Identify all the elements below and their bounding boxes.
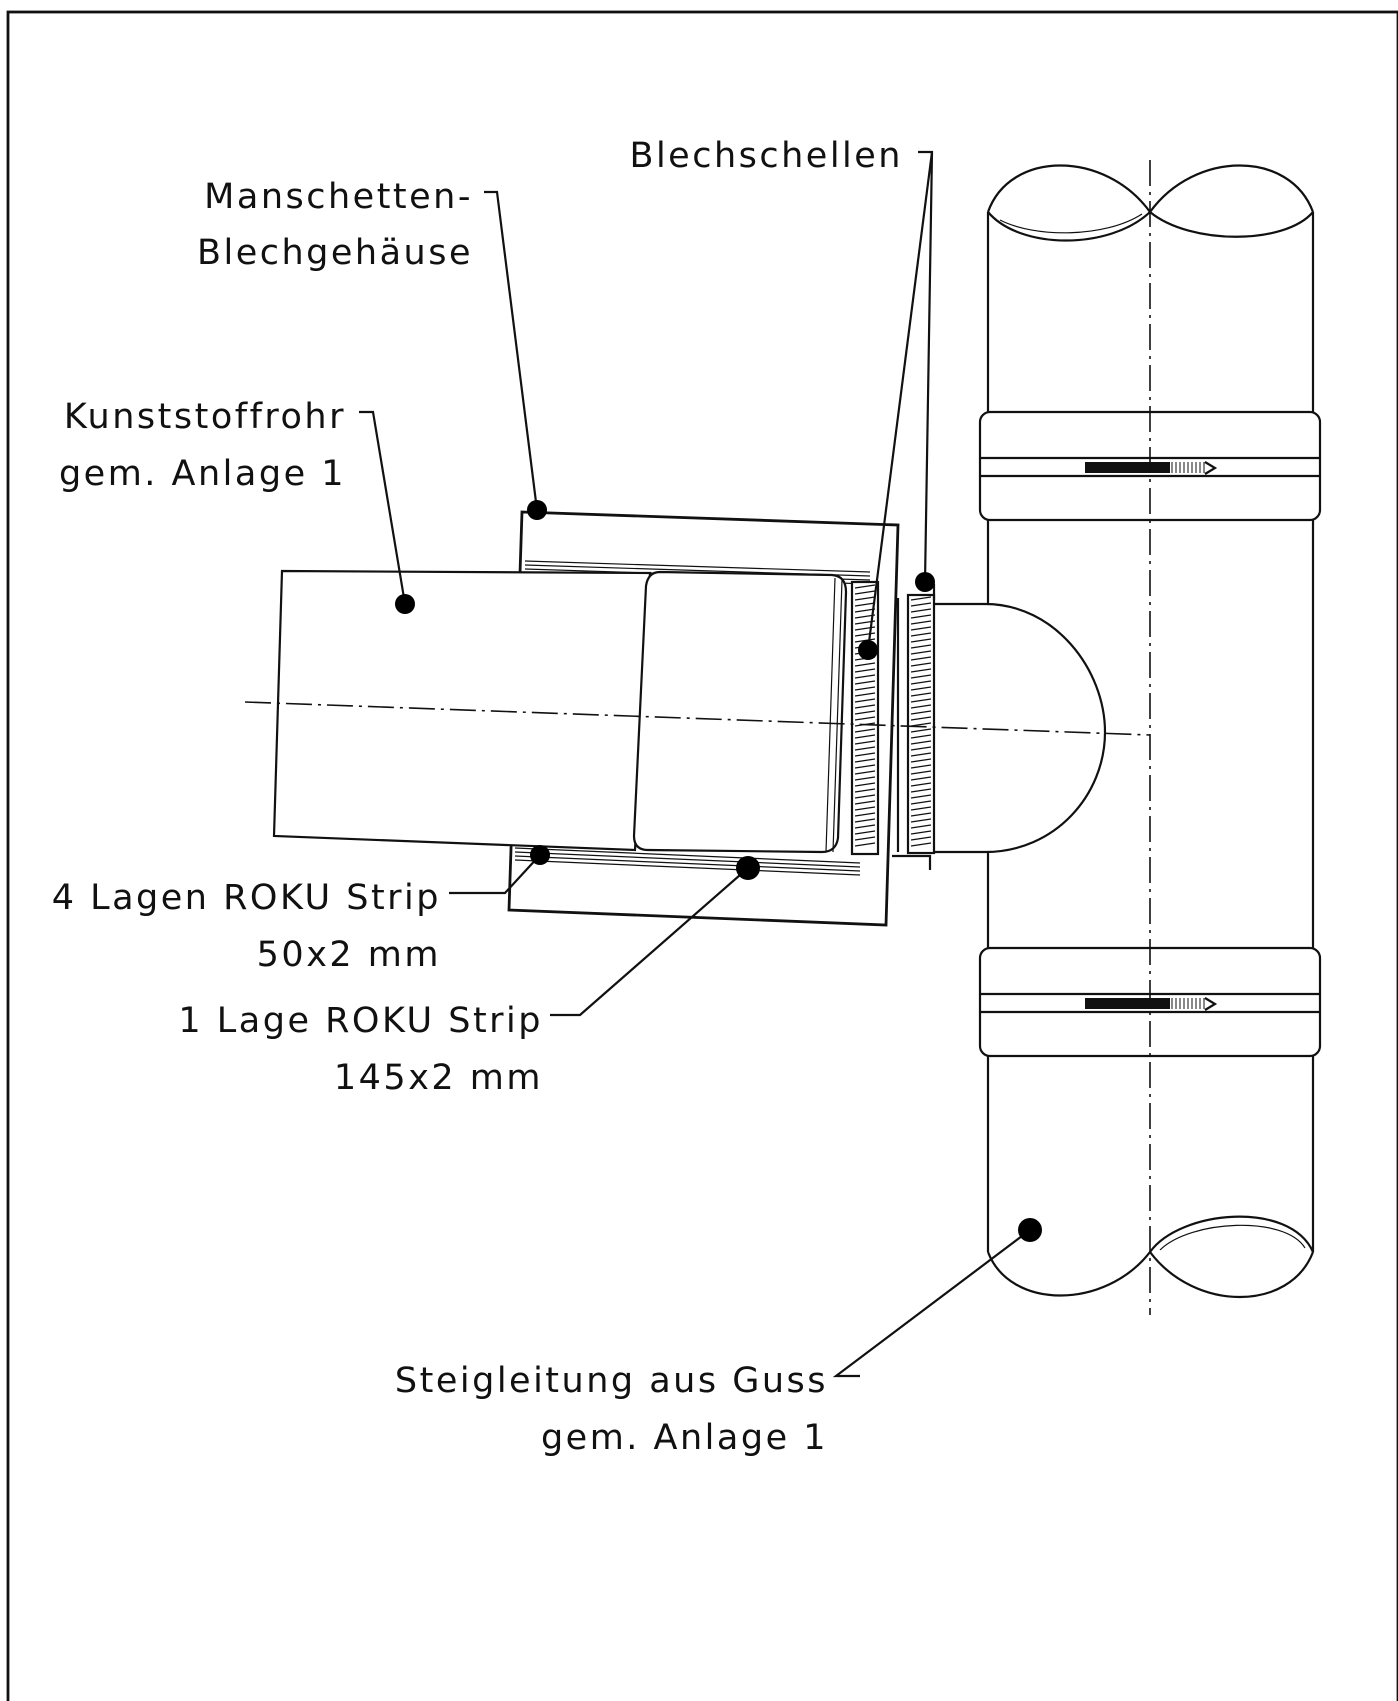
branch-centerline	[244, 701, 1151, 736]
reference-dots	[395, 500, 1042, 1242]
plastic-pipe	[272, 569, 848, 854]
metal-clamp-outer	[892, 583, 936, 870]
leader-lines	[359, 150, 1031, 1378]
label-kunststoffrohr-line2: gem. Anlage 1	[59, 454, 346, 494]
label-blechschellen: Blechschellen	[629, 136, 903, 176]
drawing-frame	[6, 10, 1398, 1701]
metal-clamp-inner	[850, 580, 880, 856]
label-1-lage-line1: 1 Lage ROKU Strip	[178, 1001, 543, 1041]
label-kunststoffrohr-line1: Kunststoffrohr	[64, 397, 346, 437]
label-4-lagen-line2: 50x2 mm	[257, 935, 441, 975]
label-steigleitung-line1: Steigleitung aus Guss	[395, 1361, 828, 1401]
label-manschetten-line2: Blechgehäuse	[197, 233, 473, 273]
label-manschetten-line1: Manschetten-	[204, 177, 473, 217]
label-4-lagen-line1: 4 Lagen ROKU Strip	[52, 878, 441, 918]
branch-nozzle	[923, 602, 1107, 854]
label-1-lage-line2: 145x2 mm	[334, 1058, 543, 1098]
label-steigleitung-line2: gem. Anlage 1	[541, 1418, 828, 1458]
